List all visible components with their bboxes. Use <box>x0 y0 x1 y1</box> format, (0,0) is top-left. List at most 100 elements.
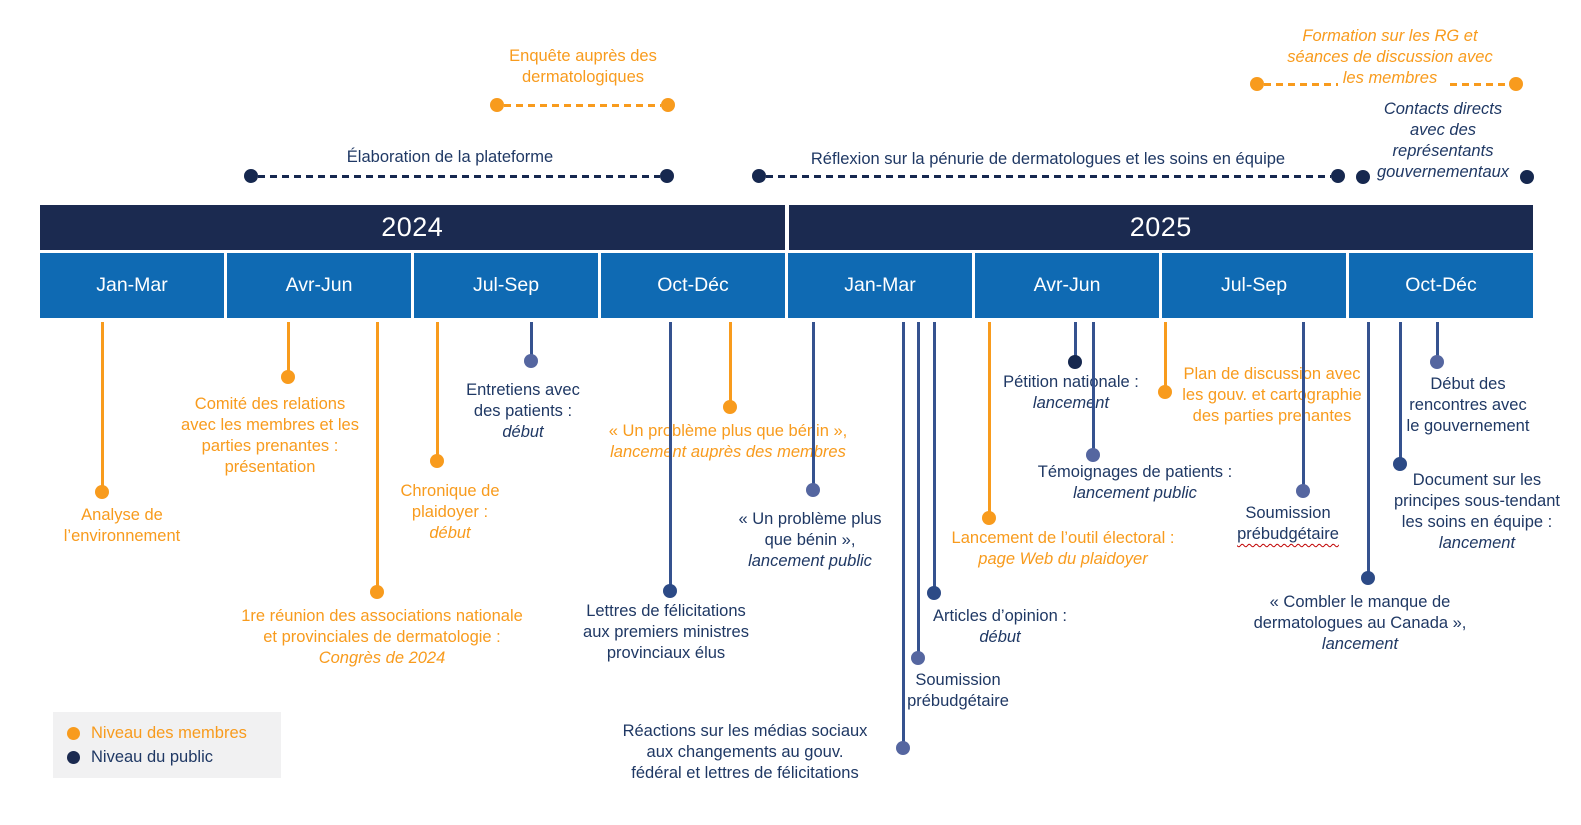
contacts-label-line4: gouvernementaux <box>1376 163 1510 181</box>
contacts-label-line2: avec des <box>1409 121 1477 139</box>
reflexion-start-dot <box>752 169 766 183</box>
articles-line <box>933 322 936 593</box>
articles-label-line1: Articles d’opinion : <box>933 607 1067 625</box>
petition-label-line2: lancement <box>1032 394 1110 412</box>
formation-end-dot <box>1509 77 1523 91</box>
analyse-dot <box>95 485 109 499</box>
comite-label-line3: parties prenantes : <box>201 437 339 455</box>
debut-rencontres-label: Début des rencontres avec le gouvernemen… <box>1388 374 1548 437</box>
members-level-dot-icon <box>67 726 80 740</box>
debut-rencontres-line <box>1436 322 1439 362</box>
quarter-2024-q2: Avr-Jun <box>227 253 411 318</box>
chronique-line <box>436 322 439 461</box>
contacts-label: Contacts directs avec des représentants … <box>1353 99 1533 183</box>
formation-dash-right <box>1450 83 1510 86</box>
lettres-line <box>669 322 672 591</box>
petition-label-line1: Pétition nationale : <box>1003 373 1139 391</box>
lettres-label-line1: Lettres de félicitations <box>586 602 746 620</box>
quarter-2024-q1: Jan-Mar <box>40 253 224 318</box>
reunion-label-line2: et provinciales de dermatologie : <box>263 628 501 646</box>
lettres-dot <box>663 584 677 598</box>
probleme-membres-label-line1: « Un problème plus que bénin », <box>608 422 848 440</box>
analyse-line <box>101 322 104 492</box>
debut-rencontres-label-line1: Début des <box>1430 375 1506 393</box>
formation-label-line3: les membres <box>1342 69 1438 87</box>
chronique-label-line2: plaidoyer : <box>411 503 489 521</box>
probleme-public-label-line2: que bénin », <box>764 531 856 549</box>
combler-label-line1: « Combler le manque de <box>1269 593 1451 611</box>
reflexion-label: Réflexion sur la pénurie de dermatologue… <box>763 149 1333 170</box>
reflexion-label-line1: Réflexion sur la pénurie de dermatologue… <box>810 150 1286 168</box>
reactions-line <box>902 322 905 748</box>
plan-dot <box>1158 385 1172 399</box>
temoignages-label: Témoignages de patients : lancement publ… <box>1020 462 1250 504</box>
reunion-label: 1re réunion des associations nationale e… <box>212 606 552 669</box>
temoignages-label-line1: Témoignages de patients : <box>1037 463 1233 481</box>
probleme-membres-label: « Un problème plus que bénin », lancemen… <box>588 421 868 463</box>
soumission1-label-line1: Soumission <box>915 671 1001 689</box>
formation-start-dot <box>1250 77 1264 91</box>
probleme-public-label-line1: « Un problème plus <box>738 510 882 528</box>
reactions-label-line2: aux changements au gouv. <box>646 743 844 761</box>
reunion-label-line1: 1re réunion des associations nationale <box>241 607 523 625</box>
probleme-public-line <box>812 322 815 490</box>
contacts-start-dot <box>1356 170 1370 184</box>
outil-label: Lancement de l’outil électoral : page We… <box>933 528 1193 570</box>
probleme-membres-label-line2: lancement auprès des membres <box>610 443 846 461</box>
soumission2-label: Soumission prébudgétaire <box>1218 503 1358 545</box>
reunion-line <box>376 322 379 592</box>
temoignages-dot <box>1086 448 1100 462</box>
probleme-membres-dot <box>723 400 737 414</box>
reunion-dot <box>370 585 384 599</box>
soumission2-dot <box>1296 484 1310 498</box>
soumission2-label-line1: Soumission <box>1245 504 1331 522</box>
entretiens-label-line3: début <box>502 423 544 441</box>
comite-line <box>287 322 290 377</box>
probleme-membres-line <box>729 322 732 407</box>
entretiens-label-line1: Entretiens avec <box>466 381 580 399</box>
document-line <box>1399 322 1402 464</box>
probleme-public-label: « Un problème plus que bénin », lancemen… <box>725 509 895 572</box>
outil-line <box>988 322 991 518</box>
legend-item-members: Niveau des membres <box>67 724 281 743</box>
temoignages-label-line2: lancement public <box>1073 484 1197 502</box>
elaboration-label-line1: Élaboration de la plateforme <box>346 148 554 166</box>
reflexion-dash-line <box>766 175 1331 178</box>
reflexion-end-dot <box>1331 169 1345 183</box>
articles-label: Articles d’opinion : début <box>915 606 1085 648</box>
soumission1-label-line2: prébudgétaire <box>907 692 1009 710</box>
legend-label-public: Niveau du public <box>91 747 213 766</box>
combler-label-line2: dermatologues au Canada », <box>1253 614 1467 632</box>
outil-label-line1: Lancement de l’outil électoral : <box>951 529 1175 547</box>
outil-dot <box>982 511 996 525</box>
entretiens-line <box>530 322 533 361</box>
formation-label: Formation sur les RG et séances de discu… <box>1280 26 1500 89</box>
soumission1-label: Soumission prébudgétaire <box>893 670 1023 712</box>
articles-label-line2: début <box>979 628 1021 646</box>
document-label-line3: les soins en équipe : <box>1401 513 1553 531</box>
analyse-label-line1: Analyse de <box>81 506 163 524</box>
formation-label-line1: Formation sur les RG et <box>1302 27 1478 45</box>
combler-line <box>1367 322 1370 578</box>
soumission1-dot <box>911 651 925 665</box>
quarter-2024-q4: Oct-Déc <box>601 253 785 318</box>
year-band: 2024 2025 <box>40 205 1533 250</box>
enquete-label-line2: dermatologiques <box>522 68 644 86</box>
elaboration-label: Élaboration de la plateforme <box>330 147 570 168</box>
legend-label-members: Niveau des membres <box>91 723 247 742</box>
chronique-label-line1: Chronique de <box>400 482 500 500</box>
soumission1-line <box>917 322 920 658</box>
enquete-dash-line <box>504 104 661 107</box>
enquete-label: Enquête auprès des dermatologiques <box>483 46 683 88</box>
debut-rencontres-label-line3: le gouvernement <box>1406 417 1530 435</box>
document-label: Document sur les principes sous-tendant … <box>1377 470 1577 554</box>
soumission2-line <box>1302 322 1305 491</box>
chronique-label-line3: début <box>429 524 471 542</box>
articles-dot <box>927 586 941 600</box>
temoignages-line <box>1092 322 1095 455</box>
comite-label-line4: présentation <box>224 458 316 476</box>
analyse-label-line2: l’environnement <box>63 527 181 545</box>
combler-label: « Combler le manque de dermatologues au … <box>1240 592 1480 655</box>
contacts-label-line1: Contacts directs <box>1383 100 1503 118</box>
